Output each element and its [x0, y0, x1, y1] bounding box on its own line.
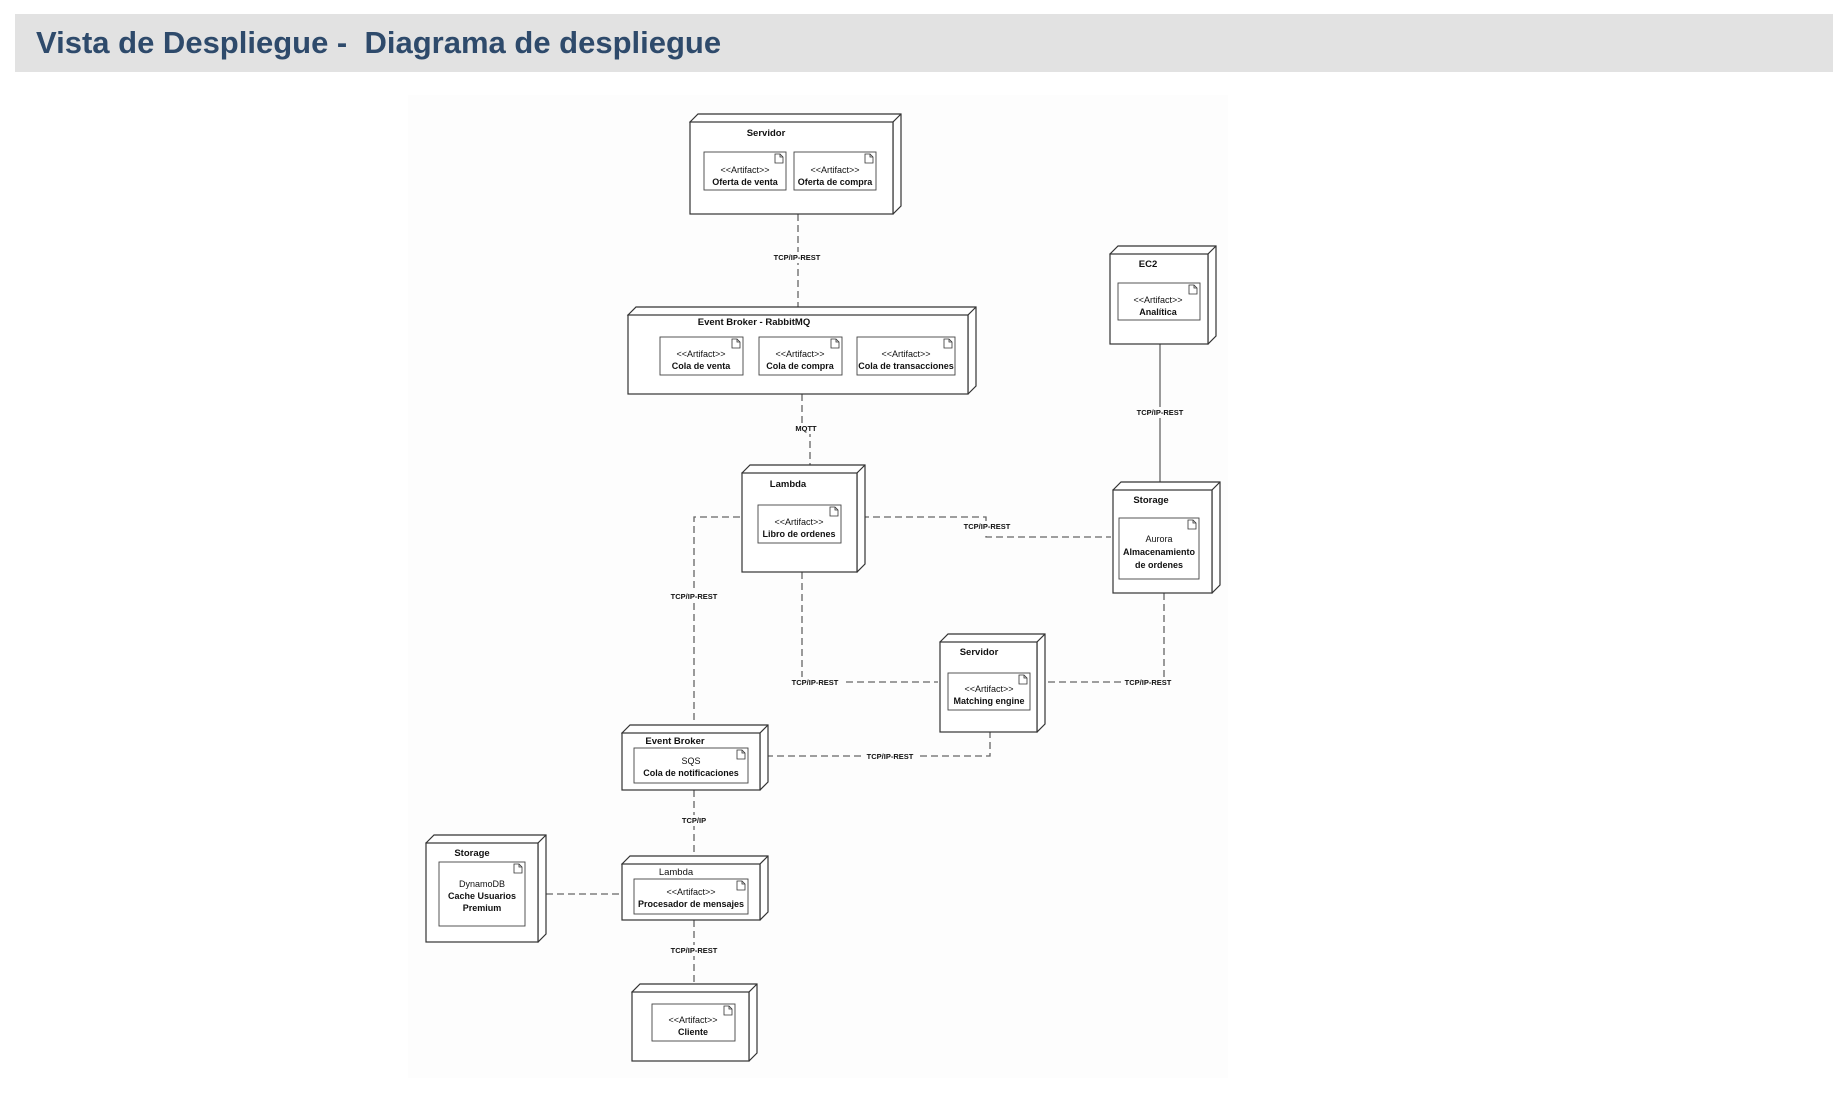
artifact-name: Procesador de mensajes	[638, 899, 744, 909]
document-icon	[864, 153, 874, 164]
node-storage-aurora[interactable]: Storage Aurora Almacenamiento de ordenes	[1112, 481, 1221, 594]
artifact-name: Cola de notificaciones	[643, 768, 739, 778]
edge-lambda-storage: TCP/IP-REST	[862, 516, 1111, 538]
artifact-stereotype: <<Artifact>>	[1133, 295, 1182, 305]
edge-label: TCP/IP-REST	[1137, 408, 1184, 417]
node-title: Storage	[1133, 495, 1168, 506]
edge-label: MQTT	[795, 424, 817, 433]
artifact-cola-transacciones[interactable]: <<Artifact>> Cola de transacciones	[856, 336, 956, 376]
edge-label: TCP/IP	[682, 816, 706, 825]
artifact-stereotype: <<Artifact>>	[668, 1015, 717, 1025]
artifact-libro-ordenes[interactable]: <<Artifact>> Libro de ordenes	[757, 504, 842, 544]
document-icon	[829, 506, 839, 517]
title-bar: Vista de Despliegue - Diagrama de despli…	[15, 14, 1833, 72]
artifact-name: Matching engine	[953, 696, 1024, 706]
artifact-name: Oferta de venta	[712, 177, 779, 187]
node-title: EC2	[1139, 259, 1157, 270]
node-title: Lambda	[770, 479, 807, 490]
artifact-stereotype: <<Artifact>>	[774, 517, 823, 527]
edges: TCP/IP-REST MQTT TCP/IP-REST TCP/IP-REST…	[546, 214, 1186, 984]
document-icon	[830, 338, 840, 349]
document-icon	[1188, 284, 1198, 295]
edge-ec2-storage: TCP/IP-REST	[1134, 344, 1186, 482]
edge-label: TCP/IP-REST	[867, 752, 914, 761]
edge-lambda-matching: TCP/IP-REST	[790, 572, 938, 688]
node-title: Storage	[454, 848, 489, 859]
artifact-name: Cola de venta	[672, 361, 732, 371]
edge-sqs-matching: TCP/IP-REST	[766, 732, 991, 762]
artifact-name-line: de ordenes	[1135, 560, 1183, 570]
artifact-stereotype: <<Artifact>>	[881, 349, 930, 359]
artifact-stereotype: <<Artifact>>	[676, 349, 725, 359]
artifact-cliente[interactable]: <<Artifact>> Cliente	[651, 1003, 736, 1042]
node-lambda-procesador[interactable]: Lambda <<Artifact>> Procesador de mensaj…	[620, 855, 769, 921]
node-title: Lambda	[659, 867, 694, 878]
edge-storage-matching: TCP/IP-REST	[1044, 593, 1174, 688]
artifact-stereotype: <<Artifact>>	[964, 684, 1013, 694]
artifact-stereotype: <<Artifact>>	[775, 349, 824, 359]
node-title: Event Broker - RabbitMQ	[698, 317, 810, 328]
artifact-matching-engine[interactable]: <<Artifact>> Matching engine	[947, 672, 1031, 711]
edge-label: TCP/IP-REST	[671, 946, 718, 955]
document-icon	[736, 749, 746, 760]
document-icon	[1018, 674, 1028, 685]
edge-label: TCP/IP-REST	[671, 592, 718, 601]
artifact-name-line: Almacenamiento	[1123, 547, 1196, 557]
artifact-oferta-venta[interactable]: <<Artifact>> Oferta de venta	[703, 151, 787, 191]
document-icon	[774, 153, 784, 164]
node-title: Servidor	[747, 128, 786, 139]
artifact-name: Libro de ordenes	[762, 529, 835, 539]
edge-lambda-sqs: TCP/IP-REST	[668, 516, 740, 724]
node-lambda-libro[interactable]: Lambda <<Artifact>> Libro de ordenes	[741, 464, 866, 573]
artifact-stereotype: <<Artifact>>	[810, 165, 859, 175]
page-title: Vista de Despliegue - Diagrama de despli…	[36, 25, 722, 60]
node-ec2[interactable]: EC2 <<Artifact>> Analítica	[1109, 245, 1217, 345]
artifact-stereotype: <<Artifact>>	[666, 887, 715, 897]
artifact-name: Oferta de compra	[798, 177, 874, 187]
artifact-cola-notificaciones[interactable]: SQS Cola de notificaciones	[633, 747, 749, 784]
node-storage-dynamodb[interactable]: Storage DynamoDB Cache Usuarios Premium	[425, 834, 547, 943]
edge-label: TCP/IP-REST	[964, 522, 1011, 531]
artifact-stereotype: SQS	[681, 756, 700, 766]
artifact-name: Cola de transacciones	[858, 361, 954, 371]
artifact-analitica[interactable]: <<Artifact>> Analítica	[1117, 282, 1201, 321]
document-icon	[1187, 519, 1197, 530]
node-title: Servidor	[960, 647, 999, 658]
edge-servidor-broker: TCP/IP-REST	[772, 214, 822, 308]
edge-broker-lambda: MQTT	[792, 394, 820, 465]
artifact-name: Cola de compra	[766, 361, 835, 371]
node-event-broker-sqs[interactable]: Event Broker SQS Cola de notificaciones	[620, 724, 769, 791]
artifact-cola-venta[interactable]: <<Artifact>> Cola de venta	[659, 336, 744, 376]
artifact-name: Cliente	[678, 1027, 708, 1037]
document-icon	[513, 863, 523, 874]
node-cliente[interactable]: <<Artifact>> Cliente	[631, 983, 758, 1062]
artifact-name-line: Premium	[463, 903, 502, 913]
artifact-name: Analítica	[1139, 307, 1178, 317]
artifact-cola-compra[interactable]: <<Artifact>> Cola de compra	[758, 336, 843, 376]
artifact-stereotype: Aurora	[1145, 534, 1172, 544]
edge-sqs-procesador: TCP/IP	[678, 790, 710, 855]
edge-label: TCP/IP-REST	[1125, 678, 1172, 687]
document-icon	[736, 880, 746, 891]
edge-label: TCP/IP-REST	[774, 253, 821, 262]
node-servidor-matching[interactable]: Servidor <<Artifact>> Matching engine	[939, 633, 1046, 733]
artifact-oferta-compra[interactable]: <<Artifact>> Oferta de compra	[793, 151, 877, 191]
document-icon	[731, 338, 741, 349]
artifact-name-line: Cache Usuarios	[448, 891, 516, 901]
artifact-procesador-mensajes[interactable]: <<Artifact>> Procesador de mensajes	[633, 878, 749, 915]
edge-label: TCP/IP-REST	[792, 678, 839, 687]
edge-procesador-cliente: TCP/IP-REST	[668, 920, 720, 984]
node-servidor[interactable]: Servidor <<Artifact>> Oferta de venta <<…	[688, 113, 902, 215]
node-event-broker-rabbitmq[interactable]: Event Broker - RabbitMQ <<Artifact>> Col…	[626, 306, 977, 395]
document-icon	[723, 1005, 733, 1016]
artifact-almacenamiento-ordenes[interactable]: Aurora Almacenamiento de ordenes	[1118, 517, 1200, 580]
node-title: Event Broker	[645, 736, 704, 747]
artifact-stereotype: <<Artifact>>	[720, 165, 769, 175]
artifact-cache-usuarios[interactable]: DynamoDB Cache Usuarios Premium	[438, 861, 526, 927]
document-icon	[943, 338, 953, 349]
artifact-stereotype: DynamoDB	[459, 879, 505, 889]
